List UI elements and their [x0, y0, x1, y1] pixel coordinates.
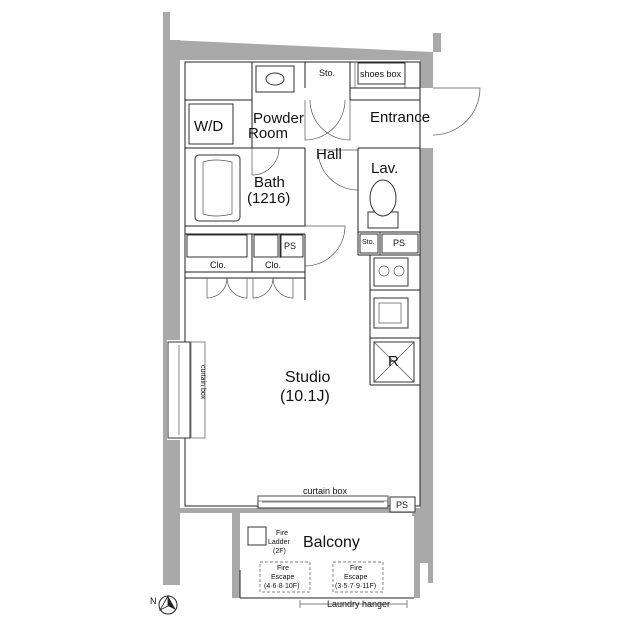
- fire-ladder-label-2: Ladder: [268, 539, 290, 546]
- storage-top-label: Sto.: [319, 68, 335, 78]
- room-labels: W/D Powder Room Sto. shoes box Entrance …: [194, 68, 430, 609]
- fire-ladder-label-3: (2F): [273, 548, 286, 555]
- stove-icon: [373, 257, 409, 287]
- studio-label-1: Studio: [285, 369, 330, 386]
- fire-ladder-box: [247, 526, 267, 546]
- curtain-box-side-label: curtain box: [199, 365, 206, 400]
- powder-room-label-1: Powder: [253, 110, 304, 127]
- fire-escape-b-label-3: (3·5·7·9·11F): [335, 583, 376, 590]
- north-compass-icon: N: [150, 594, 178, 615]
- fire-ladder-label-1: Fire: [276, 530, 288, 537]
- exterior-walls: [163, 12, 441, 598]
- north-label: N: [150, 596, 157, 606]
- shoes-box-label: shoes box: [360, 69, 402, 79]
- powder-room-label-2: Room: [248, 125, 288, 142]
- fire-escape-a-label-1: Fire: [277, 565, 289, 572]
- closet-label-1: Clo.: [210, 260, 226, 270]
- wd-label: W/D: [194, 118, 223, 135]
- bath-label-1: Bath: [254, 174, 285, 191]
- ps-label-1: PS: [284, 241, 296, 251]
- fridge-label: R: [388, 353, 399, 370]
- ps-label-3: PS: [396, 500, 408, 510]
- fire-escape-b-label-2: Escape: [344, 574, 367, 581]
- washer-icon: [188, 103, 234, 145]
- bathtub-icon: [194, 154, 241, 222]
- balcony-label: Balcony: [303, 534, 360, 551]
- ps-label-2: PS: [393, 238, 405, 248]
- fire-escape-a-label-3: (4·6·8·10F): [264, 583, 299, 590]
- bath-label-2: (1216): [247, 190, 290, 207]
- laundry-hanger-label: Laundry hanger: [327, 599, 390, 609]
- doors: [206, 62, 481, 299]
- storage-bottom-label: Sto.: [362, 239, 375, 246]
- studio-label-2: (10.1J): [280, 388, 330, 405]
- closet-label-2: Clo.: [265, 260, 281, 270]
- fixtures: [167, 62, 419, 608]
- lav-label: Lav.: [371, 160, 398, 177]
- hall-label: Hall: [316, 146, 342, 163]
- fire-escape-a-label-2: Escape: [271, 574, 294, 581]
- fire-escape-b-label-1: Fire: [350, 565, 362, 572]
- curtain-box-bottom-label: curtain box: [303, 486, 348, 496]
- entrance-label: Entrance: [370, 109, 430, 126]
